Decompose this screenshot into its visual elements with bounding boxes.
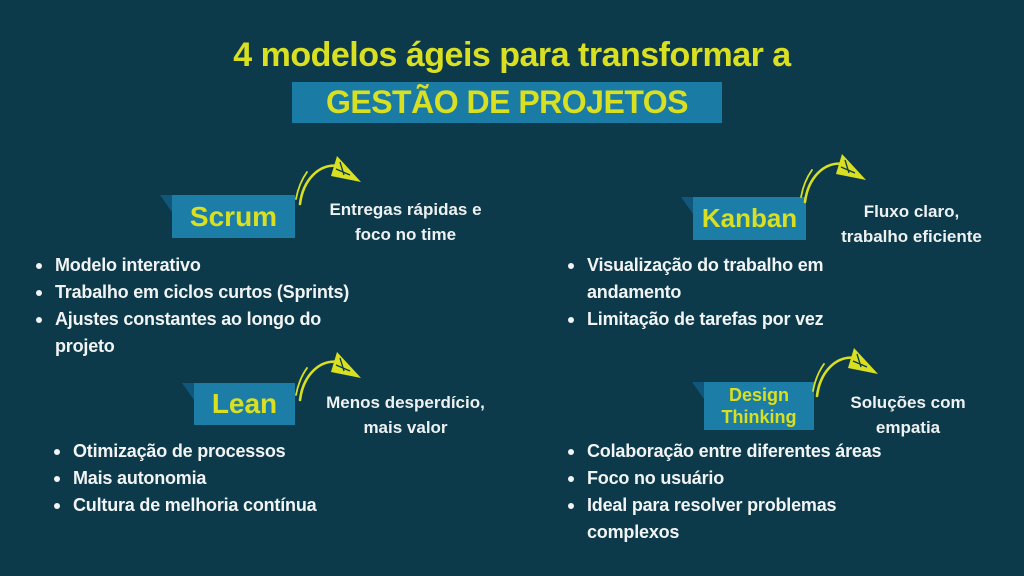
tag-scrum-label: Scrum bbox=[189, 200, 278, 232]
tag-fold-corner bbox=[160, 195, 172, 212]
list-item: Visualização do trabalho em andamento bbox=[568, 252, 968, 306]
bullet-dot-icon bbox=[54, 503, 60, 509]
list-item: Modelo interativo bbox=[36, 252, 436, 279]
list-item: Cultura de melhoria contínua bbox=[54, 492, 454, 519]
bullet-dot-icon bbox=[36, 263, 42, 269]
caption-lean: Menos desperdício, mais valor bbox=[326, 393, 485, 437]
curved-arrow-icon bbox=[812, 348, 878, 398]
bullet-text: Trabalho em ciclos curtos (Sprints) bbox=[55, 282, 350, 302]
bullet-dot-icon bbox=[568, 503, 574, 509]
bullet-list-scrum: Modelo interativo Trabalho em ciclos cur… bbox=[36, 252, 436, 360]
tag-kanban: Kanban bbox=[681, 197, 806, 240]
caption-scrum: Entregas rápidas e foco no time bbox=[329, 200, 482, 244]
tag-fold-corner bbox=[692, 382, 704, 399]
bullet-text: Mais autonomia bbox=[73, 468, 207, 488]
bullet-text: Cultura de melhoria contínua bbox=[73, 495, 317, 515]
bullet-dot-icon bbox=[36, 317, 42, 323]
list-item: Otimização de processos bbox=[54, 438, 454, 465]
bullet-dot-icon bbox=[54, 476, 60, 482]
tag-scrum: Scrum bbox=[160, 195, 295, 238]
bullet-dot-icon bbox=[568, 263, 574, 269]
bullet-text: Otimização de processos bbox=[73, 441, 286, 461]
page-title-line2: GESTÃO DE PROJETOS bbox=[325, 84, 689, 120]
bullet-list-lean: Otimização de processos Mais autonomia C… bbox=[54, 438, 454, 519]
bullet-text: Visualização do trabalho em andamento bbox=[587, 255, 824, 302]
bullet-text: Limitação de tarefas por vez bbox=[587, 309, 824, 329]
list-item: Ideal para resolver problemas complexos bbox=[568, 492, 968, 546]
tag-lean: Lean bbox=[182, 383, 295, 425]
tag-lean-label: Lean bbox=[211, 388, 278, 419]
list-item: Foco no usuário bbox=[568, 465, 968, 492]
curved-arrow-icon bbox=[295, 352, 361, 402]
page-title: 4 modelos ágeis para transformar a bbox=[233, 36, 791, 74]
tag-design-thinking: Design Thinking bbox=[692, 382, 814, 430]
curved-arrow-icon bbox=[295, 156, 361, 206]
bullet-list-design-thinking: Colaboração entre diferentes áreas Foco … bbox=[568, 438, 968, 546]
bullet-dot-icon bbox=[54, 449, 60, 455]
bullet-text: Foco no usuário bbox=[587, 468, 725, 488]
bullet-dot-icon bbox=[568, 449, 574, 455]
list-item: Colaboração entre diferentes áreas bbox=[568, 438, 968, 465]
bullet-text: Colaboração entre diferentes áreas bbox=[587, 441, 882, 461]
page-title-highlight: GESTÃO DE PROJETOS bbox=[292, 82, 722, 123]
bullet-dot-icon bbox=[568, 317, 574, 323]
bullet-list-kanban: Visualização do trabalho em andamento Li… bbox=[568, 252, 968, 333]
list-item: Trabalho em ciclos curtos (Sprints) bbox=[36, 279, 436, 306]
tag-kanban-label: Kanban bbox=[701, 203, 798, 233]
bullet-dot-icon bbox=[36, 290, 42, 296]
caption-design-thinking: Soluções com empatia bbox=[850, 393, 966, 437]
curved-arrow-icon bbox=[800, 154, 866, 204]
bullet-text: Modelo interativo bbox=[55, 255, 201, 275]
list-item: Mais autonomia bbox=[54, 465, 454, 492]
tag-fold-corner bbox=[681, 197, 693, 214]
list-item: Limitação de tarefas por vez bbox=[568, 306, 968, 333]
list-item: Ajustes constantes ao longo do projeto bbox=[36, 306, 436, 360]
bullet-text: Ideal para resolver problemas complexos bbox=[587, 495, 837, 542]
tag-design-thinking-label: Design Thinking bbox=[721, 385, 797, 427]
bullet-text: Ajustes constantes ao longo do projeto bbox=[55, 309, 322, 356]
bullet-dot-icon bbox=[568, 476, 574, 482]
tag-fold-corner bbox=[182, 383, 194, 400]
caption-kanban: Fluxo claro, trabalho eficiente bbox=[841, 202, 982, 246]
